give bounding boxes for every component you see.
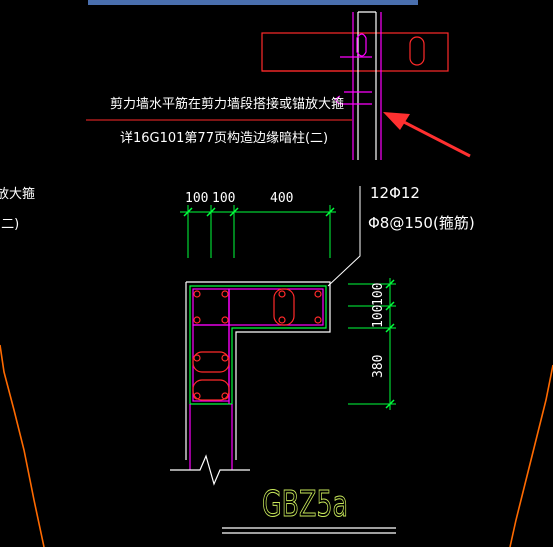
dim-right-3: 380 (371, 355, 386, 378)
break-line (170, 454, 250, 486)
wall-detail (261, 11, 449, 160)
orange-boundary-left (0, 344, 45, 547)
red-wall-band (261, 32, 449, 72)
leader-line (327, 186, 361, 287)
left-fragment: 放大箍 (二) (0, 186, 35, 232)
longitudinal-rebar-label: 12Φ12 (370, 184, 420, 202)
top-dimension: 100 100 400 (180, 191, 336, 258)
pointer-arrow-icon (383, 112, 471, 158)
note-line-1: 剪力墙水平筋在剪力墙段搭接或锚放大箍 (110, 96, 344, 112)
rebar-spec: 12Φ12 Φ8@150(箍筋) (368, 184, 475, 232)
dim-right-1: 100 (371, 283, 386, 306)
column-label: GBZ5a (262, 484, 348, 525)
outer-stirrup (189, 285, 327, 405)
right-dimension: 100 100 380 (348, 278, 396, 410)
dim-top-2: 100 (212, 191, 235, 206)
dim-top-1: 100 (185, 191, 208, 206)
rebar-dots (193, 290, 322, 400)
top-bar (88, 0, 418, 5)
left-fragment-line-1: 放大箍 (0, 186, 35, 202)
l-column-section (170, 281, 331, 486)
dim-right-2: 100 (371, 305, 386, 328)
rebar-note: 剪力墙水平筋在剪力墙段搭接或锚放大箍 详16G101第77页构造边缘暗柱(二) (86, 96, 352, 146)
note-line-2: 详16G101第77页构造边缘暗柱(二) (120, 131, 328, 146)
left-fragment-line-2: (二) (0, 217, 19, 232)
dim-top-3: 400 (270, 191, 293, 206)
stirrup-label: Φ8@150(箍筋) (368, 214, 475, 232)
column-label-group: GBZ5a (222, 484, 396, 534)
red-slot (409, 36, 425, 66)
orange-boundary-right (509, 364, 553, 547)
